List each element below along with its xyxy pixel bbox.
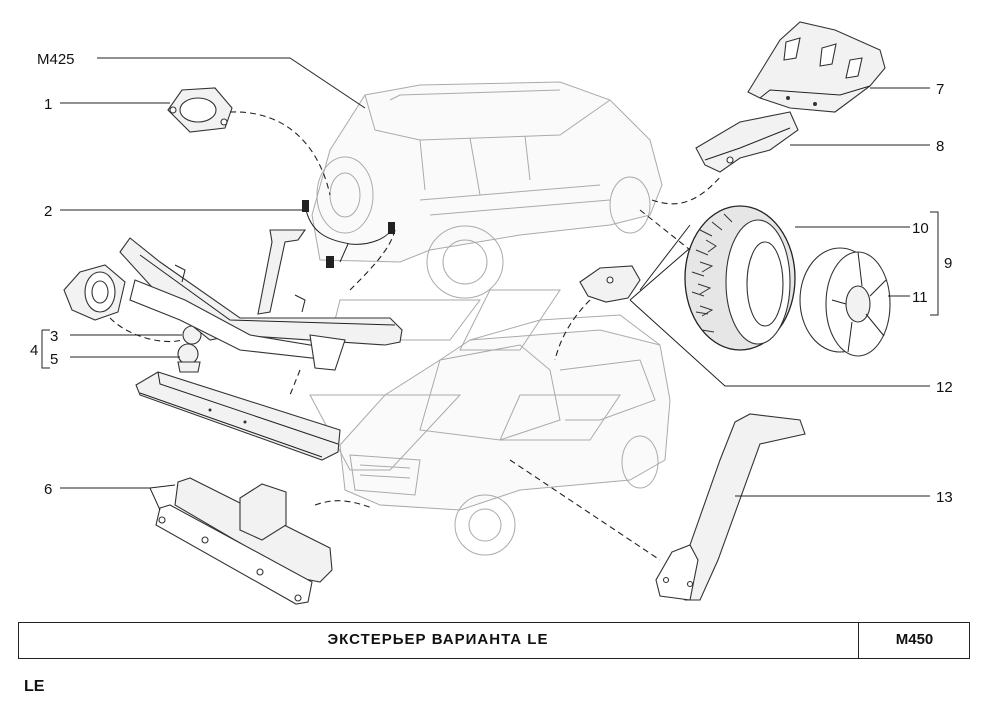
callout-1: 1 [44,96,52,113]
callout-7: 7 [936,81,944,98]
tow-hitch-frame [119,229,403,371]
leader-lines [41,57,939,511]
sheet-code: M450 [895,631,934,648]
part-3-tow-cover [63,264,126,321]
callout-reference-code: M425 [37,51,75,68]
part-10-tire [684,205,796,351]
callout-10: 10 [912,220,929,237]
part-11-rim [799,247,891,357]
callout-8: 8 [936,138,944,155]
part-6-step [155,477,333,605]
callout-9: 9 [944,255,952,272]
part-13-trim [655,413,806,601]
callout-6: 6 [44,481,52,498]
variant-label: LE [24,678,45,695]
page-title: ЭКСТЕРЬЕР ВАРИАНТА LE [327,631,549,648]
callout-12: 12 [936,379,953,396]
part-8-shield [695,111,799,173]
tow-ball [177,325,202,373]
title-block-left-edge [18,623,19,658]
callout-4: 4 [30,342,38,359]
part-1-cover [167,87,233,133]
title-block-right-edge [969,623,970,658]
callout-labels: M425 1 2 3 4 5 6 7 8 9 10 11 12 13 [30,51,953,506]
callout-11: 11 [912,289,928,306]
assembly-paths [109,111,723,561]
callout-2: 2 [44,203,52,220]
front-vehicle-view [339,314,671,556]
callout-5: 5 [50,351,58,368]
rear-vehicle-view [311,81,663,299]
part-5-trim-strip [135,371,341,461]
callout-13: 13 [936,489,953,506]
part-7-skid-plate [747,21,886,113]
part-2-harness [302,200,395,268]
title-block-divider [858,623,859,658]
part-12-bracket [579,265,641,303]
callout-3: 3 [50,328,58,345]
title-block: ЭКСТЕРЬЕР ВАРИАНТА LE M450 [18,622,970,659]
